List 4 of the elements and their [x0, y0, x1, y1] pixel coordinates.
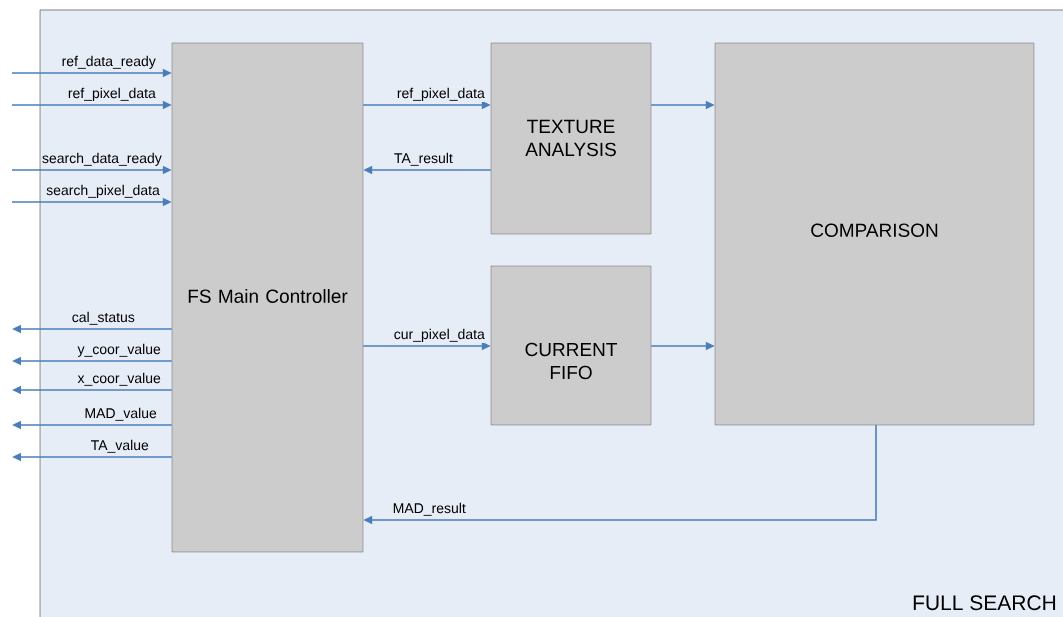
- module-box: CURRENT FIFO: [490, 265, 652, 426]
- module-box: TEXTURE ANALYSIS: [490, 42, 652, 235]
- module-box: COMPARISON: [714, 42, 1035, 426]
- controller-box: FS Main Controller: [171, 42, 364, 553]
